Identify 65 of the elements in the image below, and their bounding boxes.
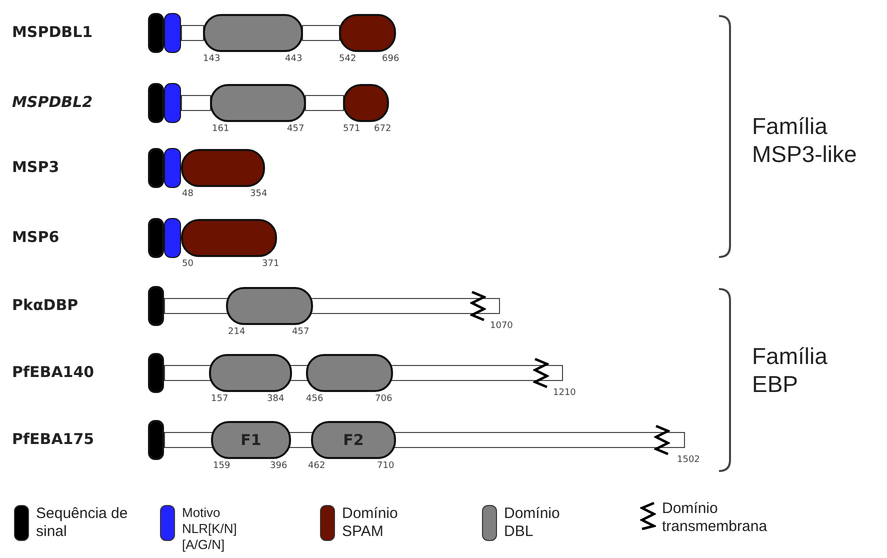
spam-domain: [181, 149, 265, 187]
dbl-domain: [306, 354, 393, 392]
legend-label: Domínio SPAM: [342, 505, 399, 541]
position-number: 50: [182, 259, 194, 269]
nlr-motif-block: [164, 218, 181, 258]
position-number: 354: [250, 189, 268, 199]
position-number: 48: [182, 189, 194, 199]
legend-label: Domínio transmembrana: [662, 500, 768, 536]
signal-sequence-block: [148, 13, 164, 53]
signal-sequence-block: [148, 286, 164, 326]
legend-label: Sequência de sinal: [36, 505, 129, 541]
position-number: 157: [211, 394, 228, 404]
protein-backbone-bar: [305, 95, 344, 111]
protein-name: PfEBA140: [12, 363, 94, 381]
family-label: Família MSP3-like: [752, 112, 858, 168]
spam-domain: [181, 219, 277, 257]
position-number: 371: [262, 259, 280, 269]
position-number: 462: [308, 461, 326, 471]
position-number: 457: [292, 327, 310, 337]
protein-name: MSP6: [12, 228, 60, 246]
dbl-domain: [209, 354, 292, 392]
protein-name: PkαDBP: [12, 296, 78, 314]
dbl-domain: F2: [311, 421, 396, 459]
position-number: 571: [343, 124, 360, 134]
dbl-domain: [203, 14, 303, 52]
family-label: Família EBP: [752, 342, 828, 398]
position-number: 143: [203, 54, 220, 64]
signal-sequence-block: [148, 420, 164, 460]
position-number: 710: [377, 461, 394, 471]
signal-sequence-block: [148, 83, 164, 123]
position-number: 672: [374, 124, 392, 134]
signal-sequence-block: [148, 218, 164, 258]
legend-label: Domínio DBL: [504, 505, 561, 541]
position-number: 384: [267, 394, 284, 404]
position-number: 706: [375, 394, 392, 404]
protein-backbone-bar: [181, 25, 204, 41]
protein-name: MSPDBL1: [12, 23, 93, 41]
protein-name: MSP3: [12, 158, 60, 176]
spam-domain: [339, 14, 396, 52]
nlr-motif-block: [164, 13, 181, 53]
position-number: 443: [285, 54, 302, 64]
signal-sequence-block: [148, 353, 164, 393]
position-number: 542: [339, 54, 356, 64]
protein-name: PfEBA175: [12, 430, 94, 448]
position-number: 1210: [553, 388, 576, 398]
dbl-domain: F1: [211, 421, 291, 459]
spam-domain: [343, 84, 389, 122]
dbl-domain: [210, 84, 306, 122]
position-number: 1070: [490, 321, 513, 331]
dbl-domain: [226, 287, 313, 325]
position-number: 214: [228, 327, 246, 337]
legend-label: Motivo NLR[K/N][A/G/N]: [182, 505, 238, 553]
position-number: 1502: [677, 455, 700, 465]
position-number: 396: [270, 461, 288, 471]
nlr-motif-block: [164, 83, 181, 123]
protein-backbone-bar: [181, 95, 211, 111]
nlr-motif-block: [164, 148, 181, 188]
position-number: 457: [287, 124, 304, 134]
position-number: 161: [212, 124, 230, 134]
position-number: 456: [306, 394, 324, 404]
protein-backbone-bar: [302, 25, 340, 41]
position-number: 696: [382, 54, 400, 64]
protein-name: MSPDBL2: [12, 93, 93, 111]
signal-sequence-block: [148, 148, 164, 188]
position-number: 159: [213, 461, 230, 471]
